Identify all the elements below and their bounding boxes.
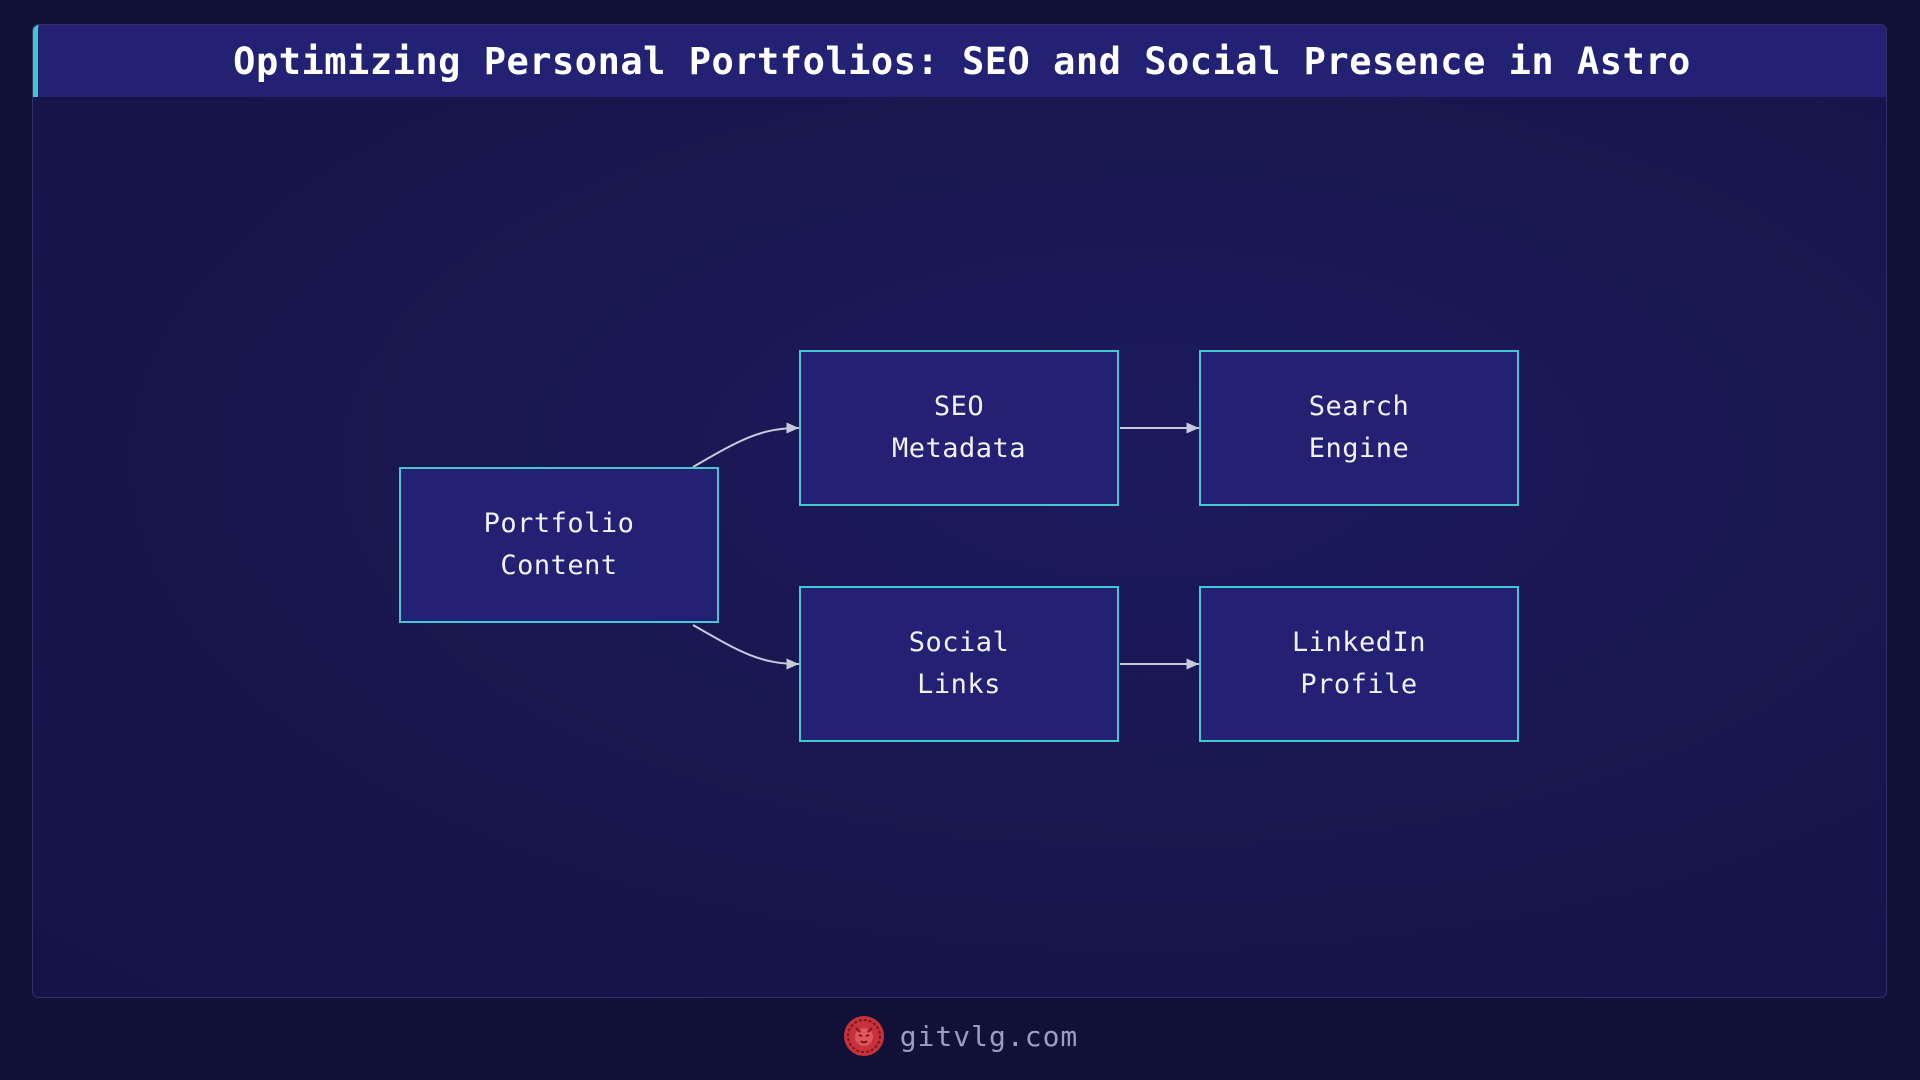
diagram-panel: Optimizing Personal Portfolios: SEO and … (32, 24, 1887, 998)
site-link[interactable]: gitvlg.com (899, 1019, 1079, 1053)
node-social-links: Social Links (799, 586, 1119, 742)
page-title: Optimizing Personal Portfolios: SEO and … (233, 39, 1691, 83)
node-seo-metadata: SEO Metadata (799, 350, 1119, 506)
node-label: Social Links (908, 627, 1010, 700)
node-search-engine: Search Engine (1199, 350, 1519, 506)
node-label: Search Engine (1308, 391, 1410, 464)
node-label: SEO Metadata (891, 391, 1027, 464)
node-label: Portfolio Content (483, 508, 635, 581)
title-bar: Optimizing Personal Portfolios: SEO and … (33, 25, 1886, 97)
lion-head-icon (843, 1016, 884, 1056)
node-portfolio-content: Portfolio Content (399, 467, 719, 623)
footer: gitvlg.com (0, 1010, 1920, 1062)
node-linkedin-profile: LinkedIn Profile (1199, 586, 1519, 742)
node-label: LinkedIn Profile (1291, 627, 1427, 700)
